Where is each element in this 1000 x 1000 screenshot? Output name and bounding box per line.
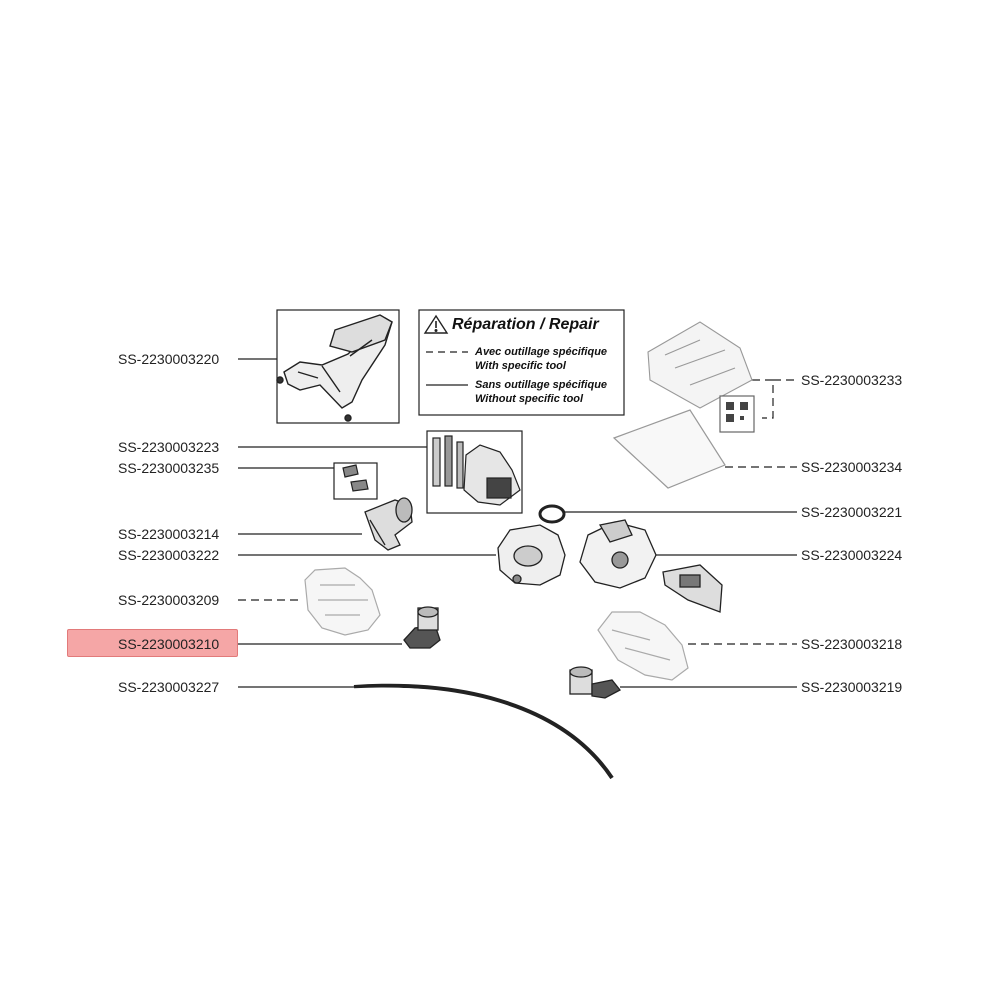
- part-image-3221: [538, 504, 566, 524]
- part-label-3234[interactable]: SS-2230003234: [801, 459, 903, 475]
- part-label-3214[interactable]: SS-2230003214: [118, 526, 220, 542]
- part-label-3209[interactable]: SS-2230003209: [118, 592, 220, 608]
- legend-with-tool-fr: Avec outillage spécifique: [475, 346, 608, 358]
- part-box-3220: [276, 309, 400, 424]
- part-image-3219: [569, 666, 621, 699]
- legend-with-tool-en: With specific tool: [475, 360, 566, 372]
- qr-label: [719, 395, 755, 433]
- part-label-3219[interactable]: SS-2230003219: [801, 679, 903, 695]
- part-image-3235: [342, 464, 369, 492]
- legend-box: [418, 309, 625, 416]
- part-label-3223[interactable]: SS-2230003223: [118, 439, 220, 455]
- part-image-3210: [403, 606, 441, 649]
- part-label-3235[interactable]: SS-2230003235: [118, 460, 220, 476]
- legend-without-tool-en: Without specific tool: [475, 393, 584, 405]
- part-label-3224[interactable]: SS-2230003224: [801, 547, 903, 563]
- part-image-3224: [579, 519, 723, 613]
- part-image-3233: [647, 321, 753, 409]
- part-label-3233[interactable]: SS-2230003233: [801, 372, 903, 388]
- part-image-3234: [612, 409, 726, 489]
- leader-3233: [752, 379, 774, 419]
- part-label-3220[interactable]: SS-2230003220: [118, 351, 220, 367]
- part-image-3209: [304, 567, 381, 636]
- part-box-3223: [426, 430, 523, 514]
- part-label-3210[interactable]: SS-2230003210: [118, 636, 220, 652]
- part-image-3218: [597, 611, 689, 681]
- part-label-3222[interactable]: SS-2230003222: [118, 547, 220, 563]
- part-label-3221[interactable]: SS-2230003221: [801, 504, 903, 520]
- legend-without-tool-fr: Sans outillage spécifique: [475, 379, 608, 391]
- part-image-3222: [497, 524, 566, 586]
- legend-title: Réparation / Repair: [452, 316, 599, 333]
- part-image-3227: [353, 683, 614, 780]
- part-label-3218[interactable]: SS-2230003218: [801, 636, 903, 652]
- selected-part-highlight: [67, 629, 238, 657]
- part-image-3223: [432, 435, 521, 506]
- part-label-3227[interactable]: SS-2230003227: [118, 679, 220, 695]
- part-image-3220: [276, 314, 393, 422]
- part-image-3214: [364, 497, 413, 551]
- part-box-3235: [333, 462, 378, 500]
